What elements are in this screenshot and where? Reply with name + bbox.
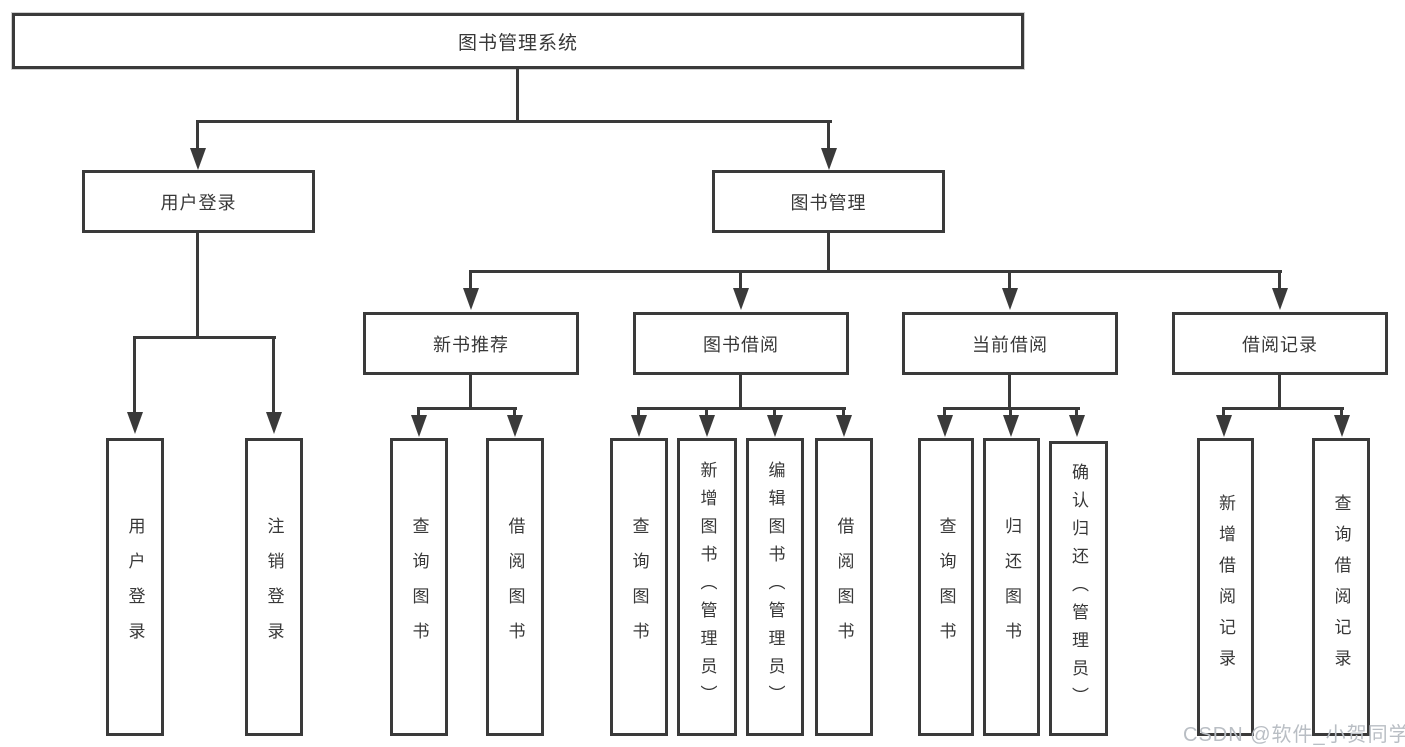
leaf-add-borrow-record: 新增借阅记录 bbox=[1197, 438, 1254, 736]
arrowhead-down-icon bbox=[463, 288, 479, 310]
connector-level3-drop bbox=[469, 270, 472, 290]
connector-book-management-stem bbox=[827, 233, 830, 272]
arrowhead-down-icon bbox=[1069, 415, 1085, 437]
leaf-label: 查询图书 bbox=[936, 517, 956, 657]
connector-new-book-drop bbox=[417, 407, 420, 417]
leaf-query-books: 查询图书 bbox=[918, 438, 974, 736]
connector-current-borrow-drop bbox=[1075, 407, 1078, 417]
arrowhead-down-icon bbox=[1003, 415, 1019, 437]
connector-borrow-records-drop bbox=[1340, 407, 1343, 417]
leaf-label: 用户登录 bbox=[125, 517, 145, 657]
node-user-login: 用户登录 bbox=[82, 170, 315, 233]
connector-user-login-stem bbox=[196, 233, 199, 338]
connector-level3-drop bbox=[1008, 270, 1011, 290]
leaf-borrow-books: 借阅图书 bbox=[486, 438, 544, 736]
arrowhead-down-icon bbox=[127, 412, 143, 434]
connector-level2-bar bbox=[196, 120, 832, 123]
node-label: 借阅记录 bbox=[1242, 334, 1318, 355]
arrowhead-down-icon bbox=[1272, 288, 1288, 310]
leaf-label: 查询图书 bbox=[629, 517, 649, 657]
arrowhead-down-icon bbox=[266, 412, 282, 434]
node-book-borrow: 图书借阅 bbox=[633, 312, 849, 375]
leaf-label: 新增借阅记录 bbox=[1216, 494, 1235, 680]
connector-new-book-bar bbox=[417, 407, 517, 410]
leaf-label: 查询借阅记录 bbox=[1331, 494, 1351, 680]
connector-level2-drop-right bbox=[827, 120, 830, 148]
connector-book-borrow-stem bbox=[739, 375, 742, 409]
connector-root-stem bbox=[516, 69, 519, 122]
node-label: 图书管理系统 bbox=[457, 32, 578, 54]
leaf-query-borrow-record: 查询借阅记录 bbox=[1312, 438, 1370, 736]
leaf-label: 确认归还（管理员） bbox=[1069, 462, 1088, 715]
leaf-user-login: 用户登录 bbox=[106, 438, 164, 736]
leaf-logout: 注销登录 bbox=[245, 438, 303, 736]
leaf-label: 查询图书 bbox=[409, 517, 429, 657]
node-book-management: 图书管理 bbox=[712, 170, 945, 233]
node-label: 用户登录 bbox=[160, 192, 237, 213]
leaf-label: 借阅图书 bbox=[505, 517, 525, 657]
connector-borrow-records-drop bbox=[1222, 407, 1225, 417]
leaf-add-book-admin: 新增图书（管理员） bbox=[677, 438, 737, 736]
connector-borrow-records-bar bbox=[1222, 407, 1344, 410]
connector-borrow-records-stem bbox=[1278, 375, 1281, 409]
leaf-label: 新增图书（管理员） bbox=[697, 461, 717, 713]
arrowhead-down-icon bbox=[411, 415, 427, 437]
node-label: 图书管理 bbox=[790, 192, 867, 213]
leaf-label: 注销登录 bbox=[264, 517, 284, 657]
leaf-label: 借阅图书 bbox=[834, 517, 854, 657]
arrowhead-down-icon bbox=[836, 415, 852, 437]
leaf-borrow-books: 借阅图书 bbox=[815, 438, 873, 736]
arrowhead-down-icon bbox=[1216, 415, 1232, 437]
arrowhead-down-icon bbox=[699, 415, 715, 437]
arrowhead-down-icon bbox=[821, 148, 837, 170]
connector-level2-drop-left bbox=[196, 120, 199, 148]
connector-current-borrow-stem bbox=[1008, 375, 1011, 409]
arrowhead-down-icon bbox=[631, 415, 647, 437]
node-library-management-system: 图书管理系统 bbox=[12, 13, 1024, 69]
connector-book-borrow-bar bbox=[637, 407, 846, 410]
leaf-query-books: 查询图书 bbox=[610, 438, 668, 736]
node-current-borrow: 当前借阅 bbox=[902, 312, 1118, 375]
connector-current-borrow-drop bbox=[943, 407, 946, 417]
leaf-label: 归还图书 bbox=[1002, 517, 1021, 657]
arrowhead-down-icon bbox=[937, 415, 953, 437]
connector-new-book-drop bbox=[513, 407, 516, 417]
connector-new-book-stem bbox=[469, 375, 472, 409]
connector-level3-drop bbox=[739, 270, 742, 290]
arrowhead-down-icon bbox=[507, 415, 523, 437]
node-new-book-recommend: 新书推荐 bbox=[363, 312, 579, 375]
connector-user-login-drop bbox=[133, 336, 136, 412]
node-label: 当前借阅 bbox=[972, 334, 1048, 355]
node-label: 新书推荐 bbox=[433, 334, 509, 355]
connector-book-borrow-drop bbox=[705, 407, 708, 417]
arrowhead-down-icon bbox=[1002, 288, 1018, 310]
connector-current-borrow-drop bbox=[1009, 407, 1012, 417]
node-label: 图书借阅 bbox=[703, 334, 779, 355]
connector-user-login-bar bbox=[133, 336, 276, 339]
leaf-return-books: 归还图书 bbox=[983, 438, 1040, 736]
connector-user-login-drop bbox=[272, 336, 275, 412]
leaf-query-books: 查询图书 bbox=[390, 438, 448, 736]
arrowhead-down-icon bbox=[733, 288, 749, 310]
connector-book-borrow-drop bbox=[637, 407, 640, 417]
arrowhead-down-icon bbox=[1334, 415, 1350, 437]
connector-level3-bar bbox=[469, 270, 1282, 273]
watermark: CSDN @软件_小贺同学 bbox=[1183, 724, 1405, 746]
arrowhead-down-icon bbox=[190, 148, 206, 170]
leaf-edit-book-admin: 编辑图书（管理员） bbox=[746, 438, 804, 736]
node-borrow-records: 借阅记录 bbox=[1172, 312, 1388, 375]
connector-book-borrow-drop bbox=[773, 407, 776, 417]
connector-level3-drop bbox=[1278, 270, 1281, 290]
leaf-label: 编辑图书（管理员） bbox=[765, 461, 785, 713]
arrowhead-down-icon bbox=[767, 415, 783, 437]
leaf-confirm-return-admin: 确认归还（管理员） bbox=[1049, 441, 1108, 736]
connector-book-borrow-drop bbox=[842, 407, 845, 417]
